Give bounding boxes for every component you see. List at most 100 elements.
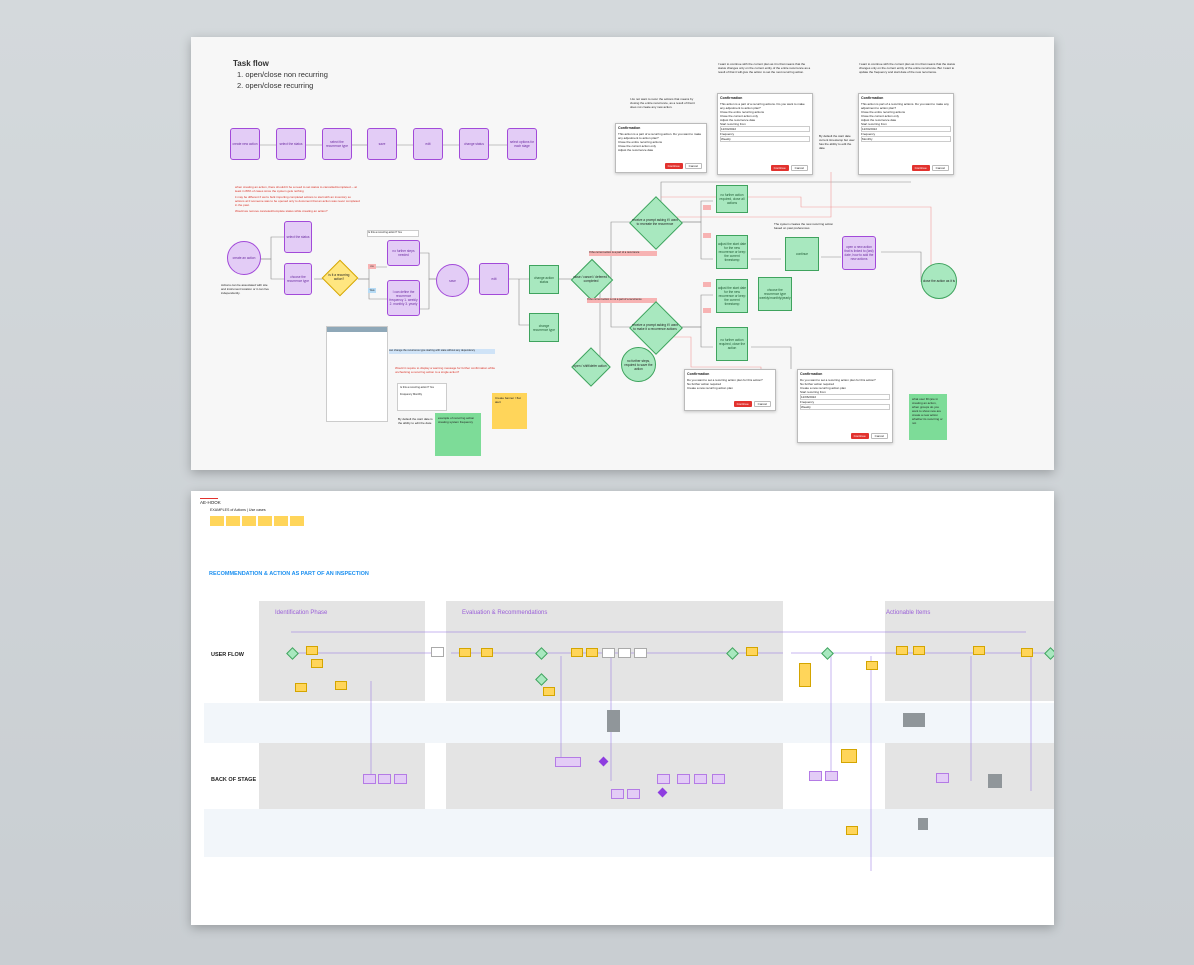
recurring-form-top-value: Yes xyxy=(397,231,402,234)
confirmation-dialog-1: Confirmation This action is a part of a … xyxy=(615,123,707,173)
flow-card-11 xyxy=(799,663,811,687)
no-further-steps-box: no further steps needed xyxy=(387,240,420,266)
choose-recurrence-box: choose the recurrence type xyxy=(284,263,312,295)
dialog-1-option-1[interactable]: Close the entire recurring actions xyxy=(618,140,663,144)
dialog-3-cancel-button[interactable]: Cancel xyxy=(931,165,949,171)
flow-gray-card-3 xyxy=(618,648,631,658)
dialog-5-option-2[interactable]: Create a new recurring action plan xyxy=(800,386,846,390)
dialog-5-cancel-button[interactable]: Cancel xyxy=(870,433,888,439)
dialog-5-option-1[interactable]: No further action required xyxy=(800,382,835,386)
yes-tag: Yes xyxy=(368,288,376,293)
dialog-2-cancel-button[interactable]: Cancel xyxy=(790,165,808,171)
back-card-1 xyxy=(363,774,376,784)
back-card-7 xyxy=(657,774,670,784)
dialog-4-title: Confirmation xyxy=(687,372,710,376)
confirmation-dialog-2: Confirmation This action is a part of a … xyxy=(717,93,813,175)
confirmation-dialog-4: Confirmation Do you want to set a recurr… xyxy=(684,369,776,411)
dialog-3-field1[interactable]: 12/04/2022 xyxy=(861,126,951,132)
dialog-1-body: This action is a part of a recurring act… xyxy=(618,132,702,140)
flow-card-12 xyxy=(866,661,878,670)
flow-card-10 xyxy=(746,647,758,656)
dialog-5-field2-label: Frequency xyxy=(800,400,815,404)
change-recurrence-type-box: change recurrence type xyxy=(529,313,559,342)
dialog-1-option-2[interactable]: Close the current action only xyxy=(618,144,657,148)
dialog-2-option-1[interactable]: Close the entire recurring actions xyxy=(720,110,765,114)
question-note-3: I want to continue with the current plan… xyxy=(859,62,956,74)
back-card-3 xyxy=(394,774,407,784)
flow-card-2 xyxy=(311,659,323,668)
sticky-row xyxy=(210,516,304,530)
open-new-action-box: open a new action that is linked to (las… xyxy=(842,236,876,270)
question-note-2: I want to continue with the current plan… xyxy=(718,62,811,74)
back-card-2 xyxy=(378,774,391,784)
dialog-4-option-1[interactable]: No further action required xyxy=(687,382,722,386)
dialog-5-field2[interactable]: Weekly xyxy=(800,404,890,410)
board-subtitle: EXAMPLES of Actions | Use cases xyxy=(210,508,266,512)
phase-title-identification: Identification Phase xyxy=(275,610,328,616)
task-flow-title: Task flow xyxy=(233,59,269,68)
back-card-12 xyxy=(825,771,838,781)
adjust-start-date-box: adjust the start date for the new recurr… xyxy=(716,235,748,269)
flow-card-13 xyxy=(896,646,908,655)
continue-box: continue xyxy=(785,237,819,271)
dialog-5-continue-button[interactable]: Continue xyxy=(850,433,869,439)
dark-note-3 xyxy=(988,774,1002,788)
dialog-5-field1[interactable]: 12/06/2022 xyxy=(800,394,890,400)
dialog-1-option-3[interactable]: Adjust the recurrence date xyxy=(618,148,654,152)
dialog-2-field1[interactable]: 12/04/2022 xyxy=(720,126,810,132)
process-save: save xyxy=(367,128,397,160)
dialog-2-field1-label: Start recurring from xyxy=(720,122,746,126)
dialog-2-option-2[interactable]: Close the current action only xyxy=(720,114,759,118)
dialog-5-title: Confirmation xyxy=(800,372,823,376)
dialog-3-continue-button[interactable]: Continue xyxy=(911,165,930,171)
dialog-4-cancel-button[interactable]: Cancel xyxy=(753,401,771,407)
create-action-circle: create an action xyxy=(227,241,261,275)
dialog-2-field2[interactable]: Weekly xyxy=(720,136,810,142)
edit-box: edit xyxy=(479,263,509,295)
not-part-of-recurrence-note: If the current action is not a part of a… xyxy=(587,298,657,303)
bottom-sticky-1 xyxy=(846,826,858,835)
flow-card-8 xyxy=(586,648,598,657)
dialog-3-field2[interactable]: Monthly xyxy=(861,136,951,142)
back-card-13 xyxy=(936,773,949,783)
no-tag: no xyxy=(368,264,376,269)
flow-card-7 xyxy=(571,648,583,657)
dialog-1-continue-button[interactable]: Continue xyxy=(664,163,683,169)
dialog-4-continue-button[interactable]: Continue xyxy=(733,401,752,407)
dialog-4-option-2[interactable]: Create a new recurring action plan xyxy=(687,386,733,390)
task-flow-board: Task flow 1. open/close non recurring 2.… xyxy=(191,37,1054,470)
dark-note-2 xyxy=(903,713,925,727)
edit-date-note: By default the start date is the ability… xyxy=(398,417,433,425)
no-further-close-action-box: no further action required, close the ac… xyxy=(716,327,748,361)
close-diamond-label: close / cancel / deferred / completed xyxy=(573,275,609,283)
flow-card-6 xyxy=(481,648,493,657)
dialog-2-continue-button[interactable]: Continue xyxy=(770,165,789,171)
create-action-note: Actions can be associated with site and … xyxy=(221,283,269,295)
dialog-5-body: Do you want to set a recurring action pl… xyxy=(800,378,876,382)
dialog-3-option-2[interactable]: Close the current action only xyxy=(861,114,900,118)
dialog-4-body: Do you want to set a recurring action pl… xyxy=(687,378,763,382)
dialog-3-field2-label: Frequency xyxy=(861,132,876,136)
dialog-2-body: This action is a part of a recurring act… xyxy=(720,102,805,110)
service-blueprint-board: AE-HOOK EXAMPLES of Actions | Use cases … xyxy=(191,491,1054,925)
close-action-circle: close the action as it is xyxy=(921,263,957,299)
tag-2 xyxy=(703,233,711,238)
is-recurring-label: is it a recurring action? xyxy=(328,273,350,281)
dialog-3-option-3[interactable]: Adjust the recurrence date xyxy=(861,118,897,122)
lane-label-back-of-stage: BACK OF STAGE xyxy=(211,777,257,783)
dialog-3-option-1[interactable]: Close the entire recurring actions xyxy=(861,110,906,114)
flow-gray-card-1 xyxy=(431,647,444,657)
dialog-2-option-3[interactable]: Adjust the recurrence date xyxy=(720,118,756,122)
red-note-2: it may be different if we're bulk import… xyxy=(235,195,360,207)
process-select-options: select options for each stage xyxy=(507,128,537,160)
tag-underline xyxy=(200,498,218,499)
flow-card-15 xyxy=(973,646,985,655)
sticky-5 xyxy=(274,516,288,526)
task-flow-item-2: 2. open/close recurring xyxy=(237,81,314,90)
define-frequency-box: I can define the recurrence frequency 1.… xyxy=(387,280,420,316)
dialog-1-cancel-button[interactable]: Cancel xyxy=(684,163,702,169)
sticky-6 xyxy=(290,516,304,526)
flow-connectors xyxy=(257,144,932,407)
small-form-freq-value: Monthly xyxy=(413,393,423,396)
blueprint-connectors xyxy=(291,631,1054,871)
